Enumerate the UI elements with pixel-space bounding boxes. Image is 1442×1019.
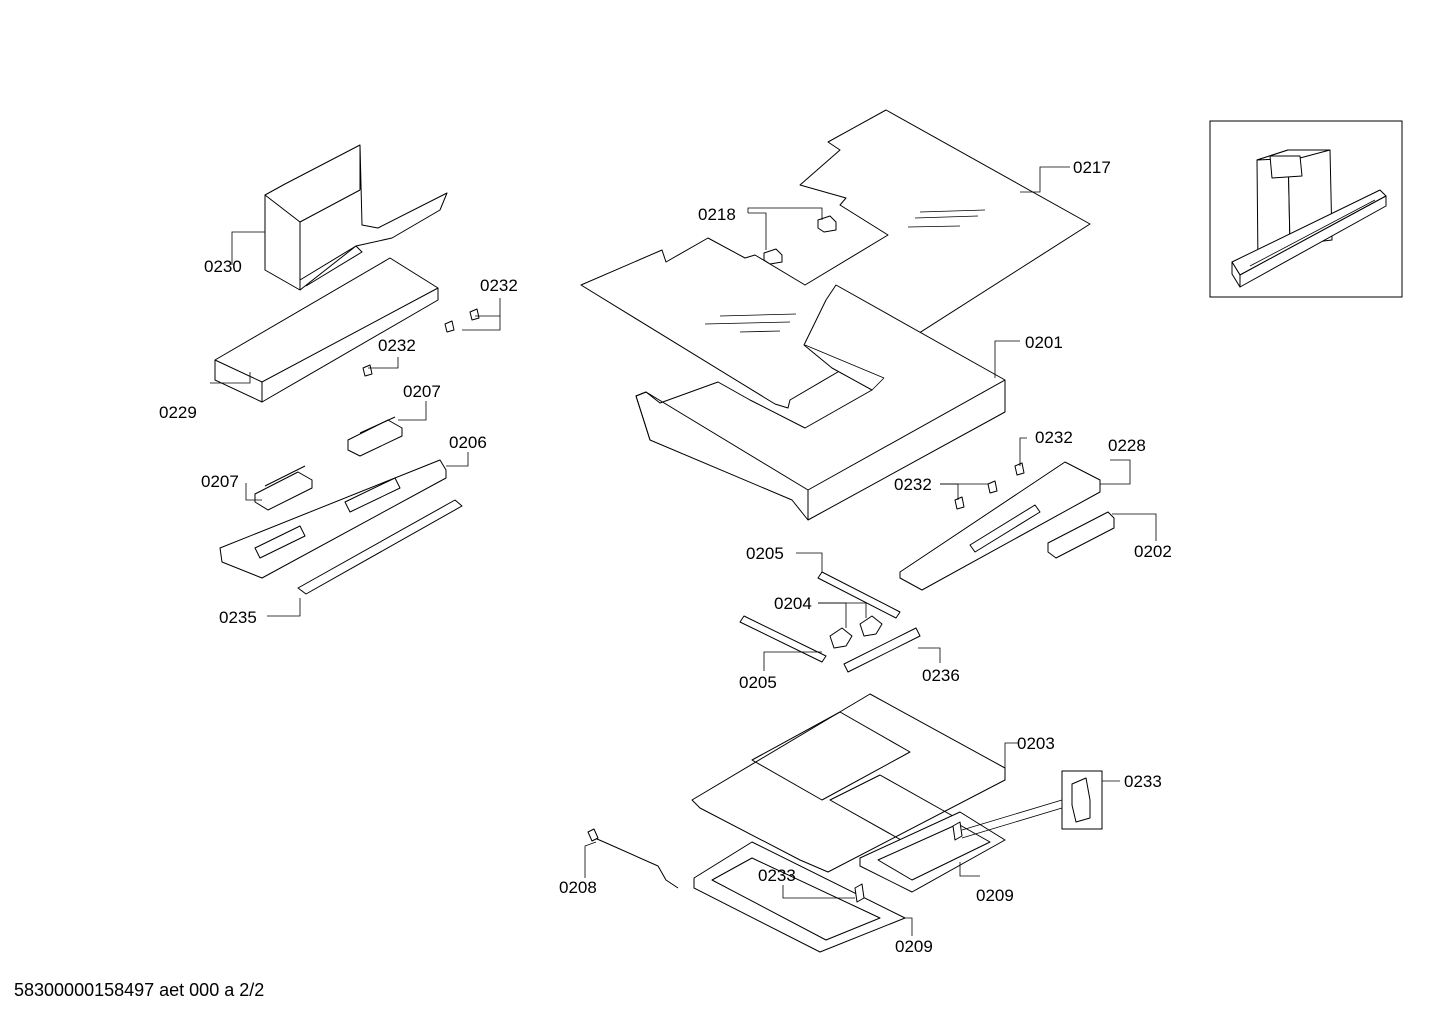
label-0232: 0232 <box>894 475 932 494</box>
label-0204: 0204 <box>774 594 812 613</box>
label-0209: 0209 <box>895 937 933 956</box>
label-0235: 0235 <box>219 608 257 627</box>
part-0229-filter-frame <box>214 257 439 403</box>
part-0217-top-panel <box>580 109 1091 409</box>
part-0236-rail <box>843 627 921 673</box>
label-0206: 0206 <box>449 433 487 452</box>
part-0202-connector <box>1047 511 1115 559</box>
label-0233: 0233 <box>1124 772 1162 791</box>
part-0233-parts <box>854 770 1103 903</box>
label-0232: 0232 <box>378 336 416 355</box>
label-0209: 0209 <box>976 886 1014 905</box>
label-0207: 0207 <box>201 472 239 491</box>
label-0228: 0228 <box>1108 436 1146 455</box>
leader-lines <box>210 166 1157 936</box>
label-0203: 0203 <box>1017 734 1055 753</box>
part-0209-frames <box>693 811 1006 953</box>
part-0228-bracket <box>899 461 1101 591</box>
label-0207: 0207 <box>403 382 441 401</box>
label-0217: 0217 <box>1073 158 1111 177</box>
label-0233: 0233 <box>758 866 796 885</box>
part-0203-bottom-panel <box>691 693 1006 873</box>
label-0205: 0205 <box>746 544 784 563</box>
part-0201-housing <box>635 284 1006 521</box>
label-0232: 0232 <box>1035 428 1073 447</box>
part-0204-hinges <box>829 615 883 649</box>
label-0201: 0201 <box>1025 333 1063 352</box>
part-0207-units <box>254 416 403 511</box>
label-0218: 0218 <box>698 205 736 224</box>
label-0230: 0230 <box>204 257 242 276</box>
document-id: 58300000158497 aet 000 a 2/2 <box>14 980 265 1000</box>
label-0232: 0232 <box>480 276 518 295</box>
part-0218-clips <box>763 215 837 265</box>
label-0202: 0202 <box>1134 542 1172 561</box>
part-0232-clips-right <box>954 462 1025 510</box>
label-0229: 0229 <box>159 403 197 422</box>
part-0205-rails <box>739 571 901 663</box>
part-0235-rail <box>297 499 463 595</box>
part-0206-base-plate <box>219 459 447 579</box>
part-0208-cable <box>587 828 679 889</box>
overview-inset <box>1209 120 1403 298</box>
part-0230-hood <box>264 144 448 291</box>
part-labels: 0217 0218 0201 0230 0229 0232 0232 0207 … <box>159 158 1172 956</box>
label-0236: 0236 <box>922 666 960 685</box>
label-0205: 0205 <box>739 673 777 692</box>
label-0208: 0208 <box>559 878 597 897</box>
